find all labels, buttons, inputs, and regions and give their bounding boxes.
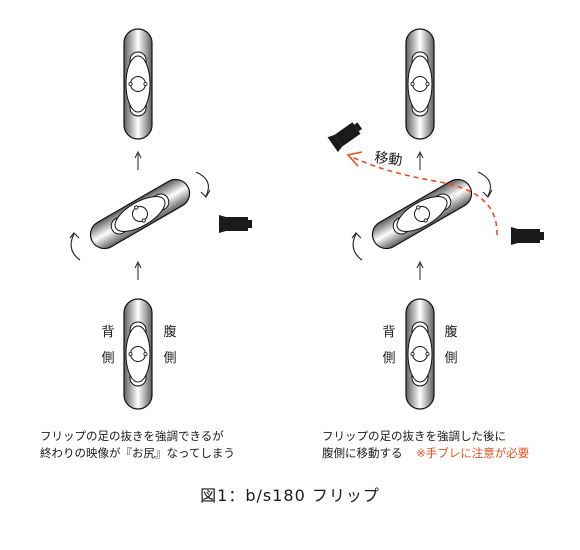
figure-caption: 図1：b/s180 フリップ [200,486,380,505]
label-belly-left-2: 側 [163,351,176,366]
motion-arrow-lower-right [416,261,424,281]
label-back-left-1: 背 [101,325,114,340]
rotation-arrow-top-left [195,171,209,197]
label-back-left-2: 側 [101,351,114,366]
right-panel: 移動 背 側 腹 側 [327,28,544,410]
camera-icon-right-start [327,118,365,152]
board-top-left [123,28,153,140]
label-back-right-2: 側 [382,351,395,366]
right-caption-line2: 腹側に移動する ※手ブレに注意が必要 [322,445,529,462]
camera-path-arrowhead [346,151,363,167]
motion-arrow-upper-left [134,151,142,171]
camera-path-arrow [349,155,498,236]
label-belly-left-1: 腹 [163,324,176,340]
motion-arrow-lower-left [134,261,142,281]
right-caption-line1: フリップの足の抜きを強調した後に [322,429,506,443]
right-caption-line2-main: 腹側に移動する [322,446,403,460]
move-label: 移動 [374,150,404,169]
rotation-arrow-bottom-right [352,233,363,261]
left-caption: フリップの足の抜きを強調できるが 終わりの映像が『お尻』なってしまう [40,428,235,462]
camera-icon-left [219,215,252,233]
left-caption-line2: 終わりの映像が『お尻』なってしまう [40,446,235,460]
left-caption-line1: フリップの足の抜きを強調できるが [40,429,224,443]
left-panel: 背 側 腹 側 [69,28,252,410]
rotation-arrow-bottom-left [70,233,81,261]
board-bottom-left [123,298,153,410]
camera-icon-right-end [511,227,544,245]
label-back-right-1: 背 [382,325,395,340]
warning-text: ※手ブレに注意が必要 [416,446,530,460]
label-belly-right-2: 側 [444,351,457,366]
motion-arrow-upper-right [416,151,424,171]
right-caption: フリップの足の抜きを強調した後に 腹側に移動する ※手ブレに注意が必要 [322,428,529,462]
label-belly-right-1: 腹 [444,324,457,340]
rotation-arrow-top-right [477,171,491,197]
board-bottom-right [405,298,435,410]
board-mid-left [84,173,196,255]
board-top-right [405,28,435,140]
board-mid-right [366,173,478,255]
